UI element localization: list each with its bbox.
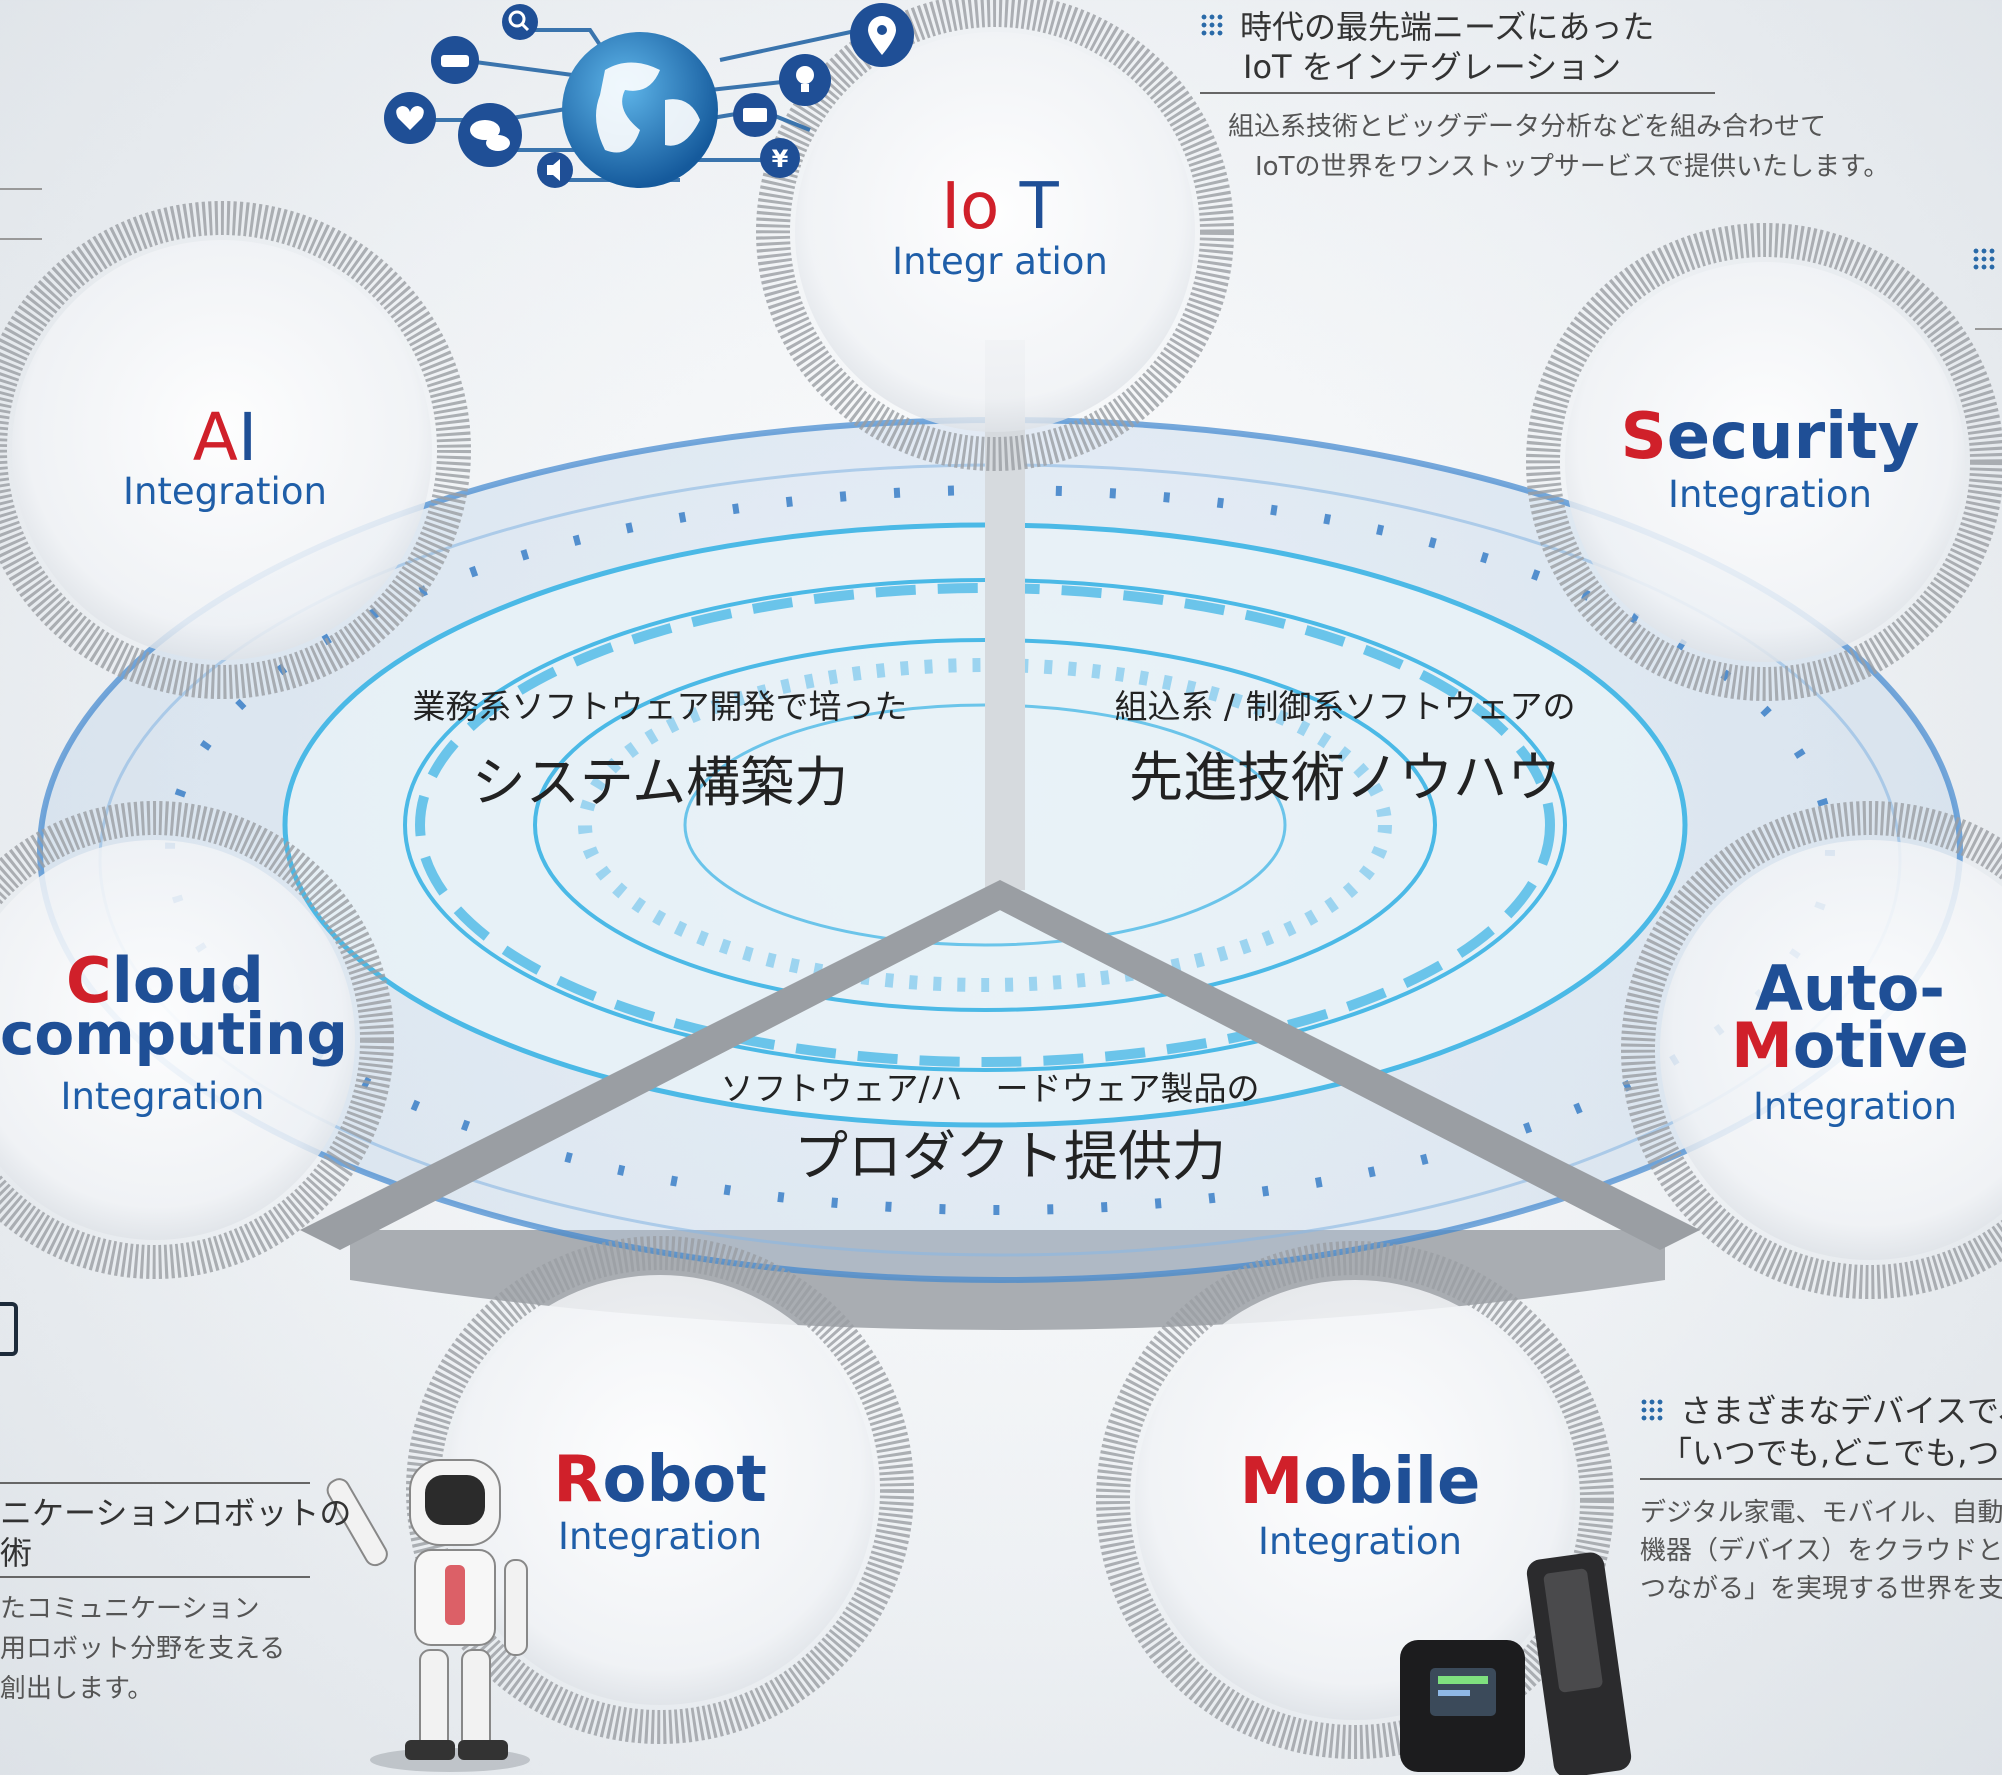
iot-bullet-icon (1200, 13, 1224, 37)
heart-icon (384, 92, 436, 144)
node-iot-title: Io T (860, 175, 1140, 239)
svg-text:¥: ¥ (772, 145, 789, 173)
node-iot-title-first: Io (941, 170, 1000, 244)
iot-body-line1: 組込系技術とビッグデータ分析などを組み合わせて (1228, 112, 1827, 142)
iot-body-line2: IoTの世界をワンストップサービスで提供いたします。 (1255, 152, 1890, 182)
core-right-title: 先進技術ノウハウ (1129, 746, 1561, 809)
node-automotive-bubble (1660, 840, 2002, 1260)
node-cloud-title-first: C (66, 944, 112, 1017)
node-security-title-first: S (1620, 400, 1667, 474)
robot-divider-top (0, 1482, 310, 1484)
node-mobile-title-rest: obile (1303, 1445, 1481, 1519)
robot-body-line2: 用ロボット分野を支える (0, 1634, 286, 1664)
node-ai-title: AI (110, 405, 340, 471)
node-robot-subtitle: Integration (558, 1515, 762, 1558)
mobile-body-line2: 機器（デバイス）をクラウドと (1640, 1536, 2002, 1566)
globe-landmass (596, 62, 700, 153)
left-fragment-icon (0, 1302, 18, 1356)
robot-body-line3: 創出します。 (0, 1674, 154, 1704)
keyboard-icon (733, 93, 777, 137)
iot-heading-line1: 時代の最先端ニーズにあった (1240, 8, 1655, 46)
node-ai-ring (0, 201, 471, 699)
node-mobile-subtitle: Integration (1258, 1520, 1462, 1563)
robot-body-line1: たコミュニケーション (0, 1594, 260, 1624)
speaker-icon (537, 152, 573, 188)
node-cloud-title-rest: loud (111, 944, 264, 1017)
node-automotive-title-rest: otive (1792, 1009, 1969, 1082)
node-cloud-ring (0, 801, 394, 1279)
right-fragment-bullet-icon (1972, 247, 1996, 271)
iot-icon-network: ¥ (384, 3, 914, 188)
node-robot-bubble (445, 1275, 875, 1705)
node-mobile-title: Mobile (1205, 1450, 1515, 1514)
node-iot-ring (756, 0, 1234, 471)
chat-icon (458, 103, 522, 167)
node-cloud-subtitle: Integration (60, 1075, 265, 1118)
node-mobile-title-first: M (1239, 1445, 1304, 1519)
node-iot-subtitle: Integr ation (892, 240, 1108, 283)
location-pin-icon (850, 3, 914, 67)
left-fragment-rule-1 (0, 188, 42, 190)
node-security-title-rest: ecurity (1666, 400, 1920, 474)
iot-divider (1200, 92, 1715, 94)
core-left-caption: 業務系ソフトウェア開発で培った (412, 687, 908, 726)
mobile-heading-line1: さまざまなデバイスで、 (1680, 1392, 2002, 1430)
robot-divider-bottom (0, 1576, 310, 1578)
node-automotive-title: Motive (1720, 1015, 1980, 1077)
node-automotive-subtitle: Integration (1753, 1085, 1957, 1128)
core-bottom-title: プロダクト提供力 (794, 1125, 1226, 1188)
mobile-router-illustration (1400, 1552, 1632, 1775)
node-automotive-ring (1621, 801, 2002, 1299)
node-ai-subtitle: Integration (123, 470, 327, 513)
core-bottom-caption: ソフトウェア/ハ ードウェア製品の (720, 1069, 1260, 1108)
platform (37, 340, 1963, 1330)
node-iot-bubble (795, 32, 1195, 432)
node-automotive-title-first: M (1731, 1009, 1793, 1082)
left-fragment-rule-2 (0, 238, 42, 240)
search-icon (502, 4, 538, 40)
node-cloud-bubble (0, 840, 355, 1240)
car-icon (431, 36, 479, 84)
mobile-divider (1640, 1478, 2002, 1480)
node-robot-title-first: R (553, 1443, 603, 1517)
node-security-ring (1526, 223, 2002, 701)
right-fragment-rule (1975, 328, 2002, 330)
node-robot-title-rest: obot (602, 1443, 767, 1517)
lightbulb-icon (779, 54, 831, 106)
robot-heading-line2: 術 (0, 1534, 33, 1572)
robot-heading-line1: ニケーションロボットの (0, 1494, 352, 1532)
yen-icon: ¥ (760, 138, 800, 178)
node-security-subtitle: Integration (1668, 473, 1872, 516)
globe-icon (562, 32, 718, 188)
node-security-bubble (1565, 262, 1965, 662)
iot-heading-line2: IoT をインテグレーション (1243, 48, 1622, 86)
robot-illustration (326, 1459, 530, 1772)
node-automotive-title-line1: Auto- (1754, 952, 1946, 1025)
node-iot-title-rest: T (999, 170, 1059, 244)
node-mobile-ring (1096, 1241, 1614, 1759)
node-cloud-title: Cloud (0, 950, 330, 1012)
mobile-body-line3: つながる」を実現する世界を支 (1640, 1574, 2002, 1604)
mobile-bullet-icon (1640, 1398, 1664, 1422)
node-cloud-title-line2: computing (0, 1000, 348, 1068)
node-ai-title-first: A (192, 399, 238, 476)
mobile-heading-line2: 「いつでも,どこでも,つな (1660, 1434, 2002, 1472)
node-security-title: Security (1580, 405, 1960, 469)
core-right-caption: 組込系 / 制御系ソフトウェアの (1114, 687, 1576, 726)
mobile-body-line1: デジタル家電、モバイル、自動 (1640, 1498, 2002, 1528)
node-ai-bubble (12, 240, 432, 660)
node-mobile-bubble (1135, 1280, 1575, 1720)
node-ai-title-rest: I (237, 399, 258, 476)
core-left-title: システム構築力 (471, 751, 849, 814)
node-robot-title: Robot (510, 1448, 810, 1512)
